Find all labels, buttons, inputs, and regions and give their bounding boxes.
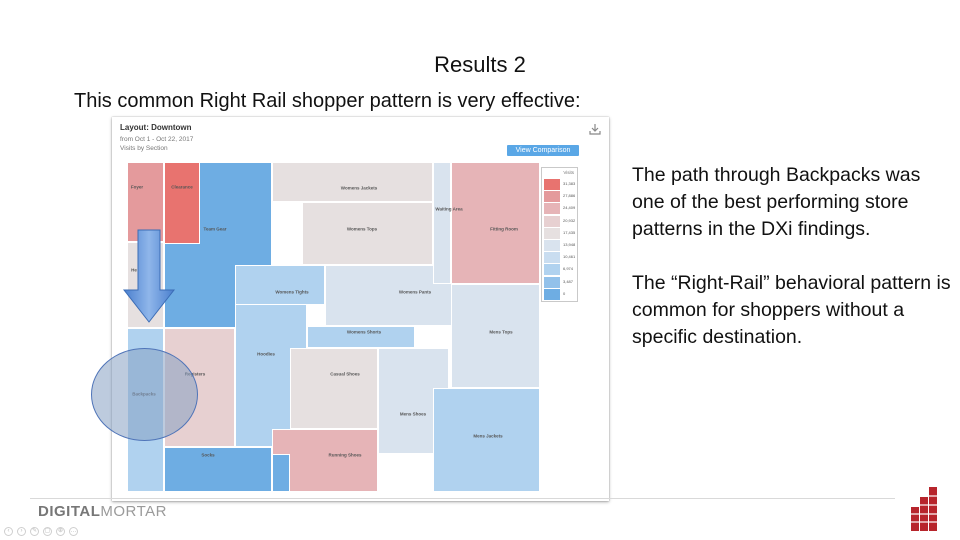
brand-wordmark: DIGITALMORTAR bbox=[38, 503, 167, 520]
legend-label: 20,932 bbox=[563, 217, 576, 223]
slide-nav-controls: ‹ › ✎ ▢ ⊕ … bbox=[4, 527, 78, 536]
slide-title: Results 2 bbox=[434, 52, 526, 77]
legend-swatch bbox=[544, 203, 560, 215]
label-he: He bbox=[131, 267, 137, 273]
legend-label: 10,461 bbox=[563, 254, 576, 260]
section-clearance-top[interactable] bbox=[164, 162, 200, 244]
layout-title: Layout: Downtown bbox=[120, 123, 192, 132]
slide-subtitle: This common Right Rail shopper pattern i… bbox=[74, 90, 581, 112]
legend-swatch bbox=[544, 288, 560, 300]
legend-swatch bbox=[544, 240, 560, 251]
section-middle-fill[interactable] bbox=[272, 454, 290, 492]
label-clearance: Clearance bbox=[171, 184, 193, 190]
visits-legend: Visits 31,383 27,886 24,409 20,932 17,435 13,… bbox=[541, 167, 578, 302]
label-waiting-area: Waiting Area bbox=[435, 206, 463, 212]
legend-swatch bbox=[544, 191, 560, 203]
footer-divider bbox=[30, 498, 895, 499]
label-casual-shoes: Casual Shoes bbox=[330, 371, 360, 377]
body-text: The path through Backpacks was one of th… bbox=[632, 162, 952, 351]
label-womens-pants: Womens Pants bbox=[398, 289, 432, 295]
section-mens-jackets[interactable] bbox=[433, 388, 540, 492]
section-foyer[interactable] bbox=[127, 162, 164, 242]
brand-light: MORTAR bbox=[100, 503, 168, 520]
pen-icon[interactable]: ✎ bbox=[30, 527, 39, 536]
label-team-gear: Team Gear bbox=[203, 226, 227, 232]
legend-swatch bbox=[544, 227, 560, 239]
section-womens-shorts[interactable] bbox=[307, 326, 415, 348]
section-mens-tops[interactable] bbox=[451, 284, 540, 388]
legend-label: 13,948 bbox=[563, 242, 576, 247]
label-socks: Socks bbox=[201, 452, 215, 458]
backpacks-highlight-circle bbox=[91, 348, 198, 441]
label-registers: Registers bbox=[184, 371, 206, 377]
legend-label: 17,435 bbox=[563, 229, 576, 235]
paragraph-right-rail: The “Right-Rail” behavioral pattern is c… bbox=[632, 272, 951, 348]
brand-logo-icon bbox=[911, 487, 937, 531]
label-mens-jackets: Mens Jackets bbox=[473, 433, 503, 439]
section-womens-tights[interactable] bbox=[235, 265, 325, 305]
more-icon[interactable]: … bbox=[69, 527, 78, 536]
legend-title: Visits bbox=[563, 170, 574, 175]
next-slide-icon[interactable]: › bbox=[17, 527, 26, 536]
section-womens-jackets[interactable] bbox=[272, 162, 433, 202]
label-womens-jackets: Womens Jackets bbox=[340, 185, 378, 191]
date-range: from Oct 1 - Oct 22, 2017 bbox=[120, 136, 194, 143]
slides-icon[interactable]: ▢ bbox=[43, 527, 52, 536]
label-fitting-room: Fitting Room bbox=[490, 226, 518, 232]
legend-label: 24,409 bbox=[563, 205, 576, 211]
legend-label: 0 bbox=[563, 290, 566, 296]
legend-swatch bbox=[544, 276, 560, 288]
label-womens-shorts: Womens Shorts bbox=[346, 329, 382, 335]
legend-swatch bbox=[544, 215, 560, 227]
legend-label: 6,974 bbox=[563, 266, 574, 272]
label-foyer: Foyer bbox=[130, 184, 144, 190]
label-running-shoes: Running Shoes bbox=[328, 452, 362, 458]
view-comparison-button[interactable]: View Comparison bbox=[507, 145, 579, 156]
label-womens-tops: Womens Tops bbox=[346, 226, 378, 232]
brand-bold: DIGITAL bbox=[38, 503, 101, 520]
legend-swatch bbox=[544, 179, 560, 190]
paragraph-backpacks-path: The path through Backpacks was one of th… bbox=[632, 164, 921, 240]
label-hoodies: Hoodies bbox=[257, 351, 275, 357]
section-fitting-room[interactable] bbox=[451, 162, 540, 284]
download-icon[interactable] bbox=[588, 122, 602, 136]
section-waiting-area[interactable] bbox=[433, 162, 451, 284]
legend-swatch bbox=[544, 252, 560, 264]
label-mens-shoes: Mens Shoes bbox=[399, 411, 427, 417]
legend-label: 27,886 bbox=[563, 193, 576, 199]
legend-swatch bbox=[544, 264, 560, 276]
down-arrow-icon bbox=[122, 229, 176, 323]
legend-label: 3,487 bbox=[563, 278, 574, 284]
prev-slide-icon[interactable]: ‹ bbox=[4, 527, 13, 536]
store-map-card: Layout: Downtown from Oct 1 - Oct 22, 20… bbox=[112, 117, 609, 501]
section-socks[interactable] bbox=[164, 447, 272, 492]
metric-subtitle: Visits by Section bbox=[120, 145, 168, 152]
section-casual-shoes[interactable] bbox=[290, 348, 378, 429]
legend-label: 31,383 bbox=[563, 181, 576, 186]
label-mens-tops: Mens Tops bbox=[489, 329, 513, 335]
zoom-icon[interactable]: ⊕ bbox=[56, 527, 65, 536]
label-womens-tights: Womens Tights bbox=[275, 289, 309, 295]
section-womens-tops[interactable] bbox=[302, 202, 433, 265]
